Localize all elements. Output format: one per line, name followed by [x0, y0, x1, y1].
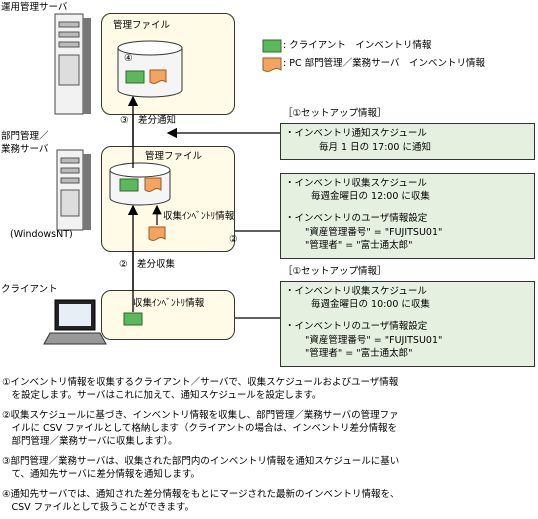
setup-2-line: "資産管理番号" = "FUJITSU01" [305, 335, 443, 346]
laptop-icon [43, 299, 107, 345]
setup-info-box-1: ・インベントリ通知スケジュール 毎月 1 日の 17:00 に通知 [280, 123, 535, 160]
file-label-mid: 管理ファイル [145, 151, 203, 162]
client-label: クライアント [1, 284, 58, 295]
legend-client-swatch [262, 39, 282, 53]
circle-4-label: ④ [124, 53, 133, 64]
setup-1-line: ・インベントリ通知スケジュール [285, 128, 427, 139]
collect-label-bottom: 収集ｲﾝﾍﾞﾝﾄﾘ情報 [133, 298, 205, 309]
windows-nt-label: (WindowsNT) [10, 229, 73, 240]
note-line: ②収集スケジュールに基づき、インベントリ情報を収集し、部門管理／業務サーバの管理… [2, 410, 399, 421]
step-3-label: ③ 差分通知 [120, 115, 177, 126]
setup-title-2: ［①セットアップ情報］ [283, 266, 387, 277]
setup-mid-line: 毎週金曜日の 12:00 に収集 [311, 191, 430, 202]
setup-2-line: ・インベントリのユーザ情報設定 [285, 321, 428, 332]
setup-mid-line: ・インベントリ収集スケジュール [285, 178, 427, 189]
note-line: ③部門管理／業務サーバは、収集された部門内のインベントリ情報を通知スケジュールに… [2, 456, 400, 467]
server-icon-top [54, 13, 91, 115]
setup-2-line: "管理者" = "富士通太郎" [305, 348, 413, 359]
dept-server-label: 業務サーバ [1, 144, 49, 155]
file-label-top: 管理ファイル [113, 20, 171, 31]
setup-2-line: ・インベントリ収集スケジュール [285, 286, 427, 297]
setup-mid-line: ・インベントリのユーザ情報設定 [285, 213, 428, 224]
note-line: イルに CSV ファイルとして格納します（クライアントの場合は、インベントリ差分… [2, 423, 398, 434]
legend-pc-swatch [262, 57, 282, 72]
setup-title-1: ［①セットアップ情報］ [283, 108, 387, 119]
server-icon-mid [56, 149, 91, 231]
circle-2-right-label: ② [229, 234, 238, 245]
legend-client-label: : クライアント インベントリ情報 [283, 40, 432, 51]
note-line: CSV ファイルとして扱うことができます。 [2, 502, 194, 513]
client-box [101, 290, 235, 340]
note-line: ①インベントリ情報を収集するクライアント／サーバで、収集スケジュールおよびユーザ… [2, 377, 399, 388]
setup-mid-line: "管理者" = "富士通太郎" [305, 240, 413, 251]
setup-info-box-2: ・インベントリ収集スケジュール 毎週金曜日の 10:00 に収集 ・インベントリ… [280, 281, 535, 367]
dept-server-label: 部門管理／ [1, 131, 49, 142]
collect-label-mid: 収集ｲﾝﾍﾞﾝﾄﾘ情報 [163, 211, 235, 222]
setup-mid-line: "資産管理番号" = "FUJITSU01" [305, 227, 443, 238]
note-line: 部門管理／業務サーバに収集します）。 [2, 436, 178, 447]
setup-info-box-mid: ・インベントリ収集スケジュール 毎週金曜日の 12:00 に収集 ・インベントリ… [280, 173, 535, 259]
setup-1-line: 毎月 1 日の 17:00 に通知 [319, 142, 432, 153]
note-line: ④通知先サーバでは、通知された差分情報をもとにマージされた最新のインベントリ情報… [2, 489, 400, 500]
legend-pc-label: : PC 部門管理／業務サーバ インベントリ情報 [283, 58, 486, 69]
top-server-label: 運用管理サーバ [1, 2, 68, 13]
note-line: て、通知先サーバに差分情報を通知します。 [2, 469, 200, 480]
setup-2-line: 毎週金曜日の 10:00 に収集 [311, 299, 430, 310]
step-2-label: ② 差分収集 [119, 259, 176, 270]
note-line: を設定します。サーバはこれに加えて、通知スケジュールを設定します。 [2, 390, 322, 401]
